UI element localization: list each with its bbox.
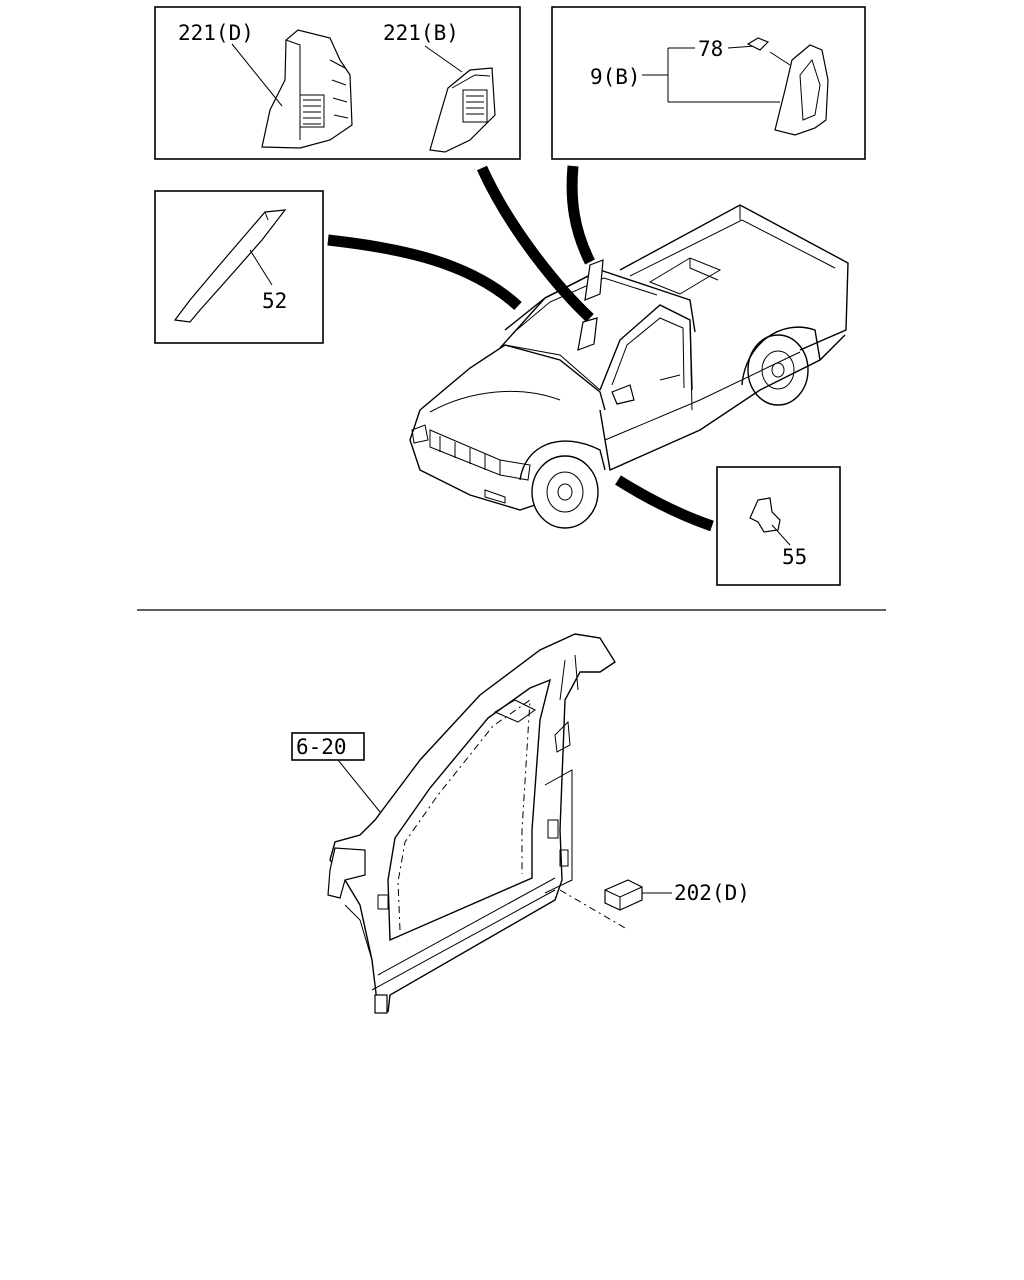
detail-box-pillar-trim: 221(D) 221(B): [154, 6, 521, 160]
clip-78-drawing: [746, 37, 770, 51]
bracket-55-drawing: [749, 497, 781, 533]
leader-6-20: [337, 759, 381, 813]
leader-221d: [231, 43, 283, 107]
callout-9b: 9(B): [590, 65, 641, 89]
pickup-truck-drawing: [409, 204, 849, 529]
callout-221b: 221(B): [383, 21, 459, 45]
callout-52: 52: [262, 289, 287, 313]
callout-221d: 221(D): [178, 21, 254, 45]
detail-box-bracket-clip: 78 9(B): [551, 6, 866, 160]
detail-box-bracket-55: 55: [716, 466, 841, 586]
bracket-line-9b: [642, 47, 780, 103]
detail-box-a-pillar: 52: [154, 190, 324, 344]
leader-52: [249, 249, 273, 286]
leader-55: [771, 524, 791, 546]
a-pillar-52-drawing: [173, 209, 287, 323]
callout-6-20: 6-20: [296, 735, 347, 759]
pillar-trim-221d-drawing: [261, 29, 353, 149]
pad-202d-drawing: [604, 879, 672, 911]
callout-6-20-group: 6-20: [291, 732, 381, 813]
callout-55: 55: [782, 545, 807, 569]
pillar-trim-221b-drawing: [429, 67, 496, 153]
body-side-panel-drawing: [327, 633, 626, 1014]
pillar-9b-drawing: [774, 44, 829, 136]
leader-221b: [424, 45, 463, 73]
leader-78: [727, 45, 756, 49]
callout-78: 78: [698, 37, 723, 61]
callout-202d: 202(D): [674, 881, 750, 905]
thick-leaders: [327, 165, 714, 532]
